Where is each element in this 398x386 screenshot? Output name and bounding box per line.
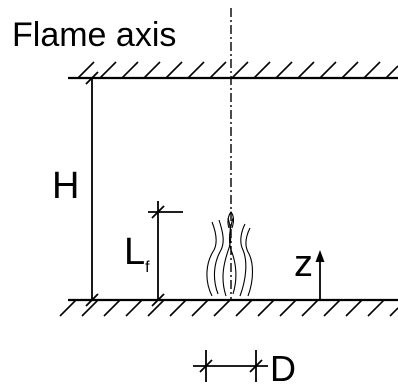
ceiling-wall: [68, 61, 398, 80]
diameter-dimension: [193, 350, 268, 382]
flame-length-label: Lf: [124, 231, 150, 276]
z-arrow: [315, 250, 325, 300]
height-label: H: [52, 165, 79, 207]
z-label: z: [294, 243, 313, 285]
diameter-label: D: [270, 348, 296, 386]
floor-wall: [59, 298, 398, 317]
ceiling-hatching: [77, 61, 398, 79]
floor-hatching: [59, 299, 398, 317]
flame-sketch: [206, 211, 254, 297]
flame-axis-title: Flame axis: [12, 16, 176, 54]
height-dimension: [85, 71, 99, 307]
flame-length-dimension: [148, 201, 183, 307]
